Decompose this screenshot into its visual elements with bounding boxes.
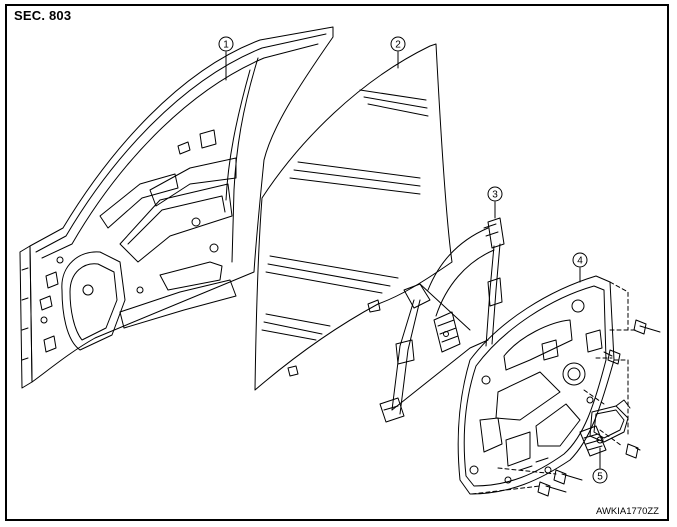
callout-leaders [225,51,601,469]
door-glass [254,43,453,391]
diagram-frame [5,4,669,521]
callout-5-number: 5 [597,472,603,483]
figure-code: AWKIA1770ZZ [595,506,659,517]
callout-2-number: 2 [395,40,401,51]
callout-2: 2 [390,36,406,52]
module-assembly [457,275,615,495]
power-window-motor [579,399,631,457]
callout-3: 3 [487,186,503,202]
door-panel [19,26,334,389]
callout-1-number: 1 [223,40,229,51]
callout-3-number: 3 [492,190,498,201]
section-label: SEC. 803 [14,8,72,23]
callout-4-number: 4 [577,256,583,267]
callout-1: 1 [218,36,234,52]
bolts [537,319,661,497]
callout-4: 4 [572,252,588,268]
callout-5: 5 [592,468,608,484]
window-regulator [379,217,505,423]
